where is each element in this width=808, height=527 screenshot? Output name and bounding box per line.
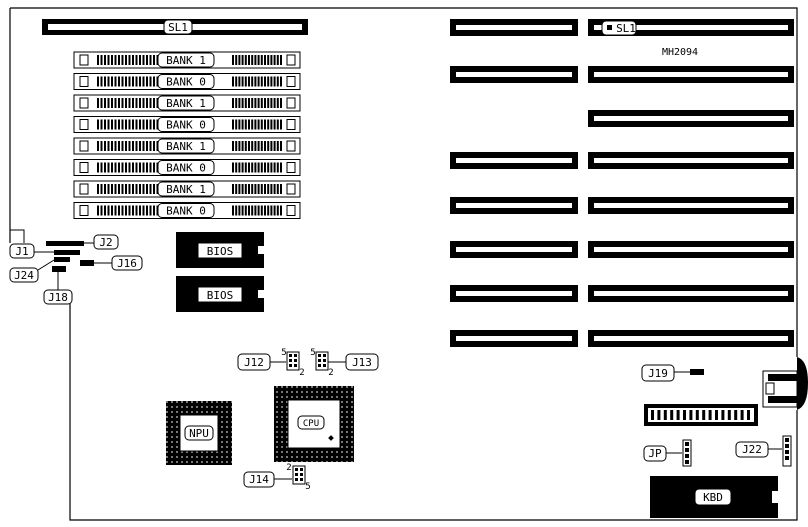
memory-bank-5: BANK 1 (73, 137, 301, 155)
j14-label: J14 (249, 473, 269, 486)
bios-chip-1: BIOS (176, 232, 266, 268)
left-expansion-slot-3 (450, 152, 578, 169)
left-expansion-slot-6 (450, 285, 578, 302)
j18-label: J18 (48, 291, 68, 304)
j24-header: J24 (9, 257, 70, 283)
jp-header: JP (643, 439, 692, 467)
j13-header: 5 2 J13 (310, 348, 379, 378)
socket-pin (721, 410, 725, 420)
j24-label: J24 (14, 269, 34, 282)
memory-bank-label: BANK 1 (166, 97, 206, 110)
memory-bank-label: BANK 1 (166, 140, 206, 153)
j19-label: J19 (648, 367, 668, 380)
expansion-slots (450, 19, 794, 347)
socket-pin (734, 410, 738, 420)
j13-label: J13 (352, 356, 372, 369)
board-notch (10, 229, 25, 243)
right-expansion-slot-2 (588, 66, 794, 83)
j19-header: J19 (641, 364, 704, 382)
j2-header: J2 (46, 234, 119, 250)
right-expansion-slot-6 (588, 241, 794, 258)
board-outline (9, 7, 798, 521)
socket-pin (663, 410, 667, 420)
j1-header: J1 (9, 243, 80, 259)
j14-header: J14 2 5 (243, 463, 311, 492)
memory-bank-label: BANK 1 (166, 183, 206, 196)
socket-pin (747, 410, 750, 420)
memory-bank-label: BANK 0 (166, 76, 206, 89)
bios-chip-2: BIOS (176, 276, 266, 312)
jp-label: JP (648, 447, 662, 460)
j12-header: J12 5 2 (237, 348, 305, 378)
right-expansion-slot-8 (588, 330, 794, 347)
j16-label: J16 (117, 257, 137, 270)
npu-chip: NPU (166, 401, 232, 465)
j12-pin-top: 5 (281, 348, 286, 358)
keyboard-controller-socket (644, 404, 758, 426)
memory-banks: BANK 1 BANK 0 BANK 1 BANK 0 BANK 1 BANK 0 BANK… (73, 51, 301, 219)
socket-pin (708, 410, 712, 420)
memory-bank-1: BANK 1 (73, 51, 301, 69)
right-expansion-slot-7 (588, 285, 794, 302)
socket-pin (657, 410, 661, 420)
right-expansion-slot-5 (588, 197, 794, 214)
left-expansion-slot-7 (450, 330, 578, 347)
memory-bank-4: BANK 0 (73, 116, 301, 133)
j14-pin-top: 2 (286, 463, 291, 473)
socket-pin (676, 410, 680, 420)
socket-pin (670, 410, 674, 420)
j14-pin-bottom: 5 (305, 482, 310, 492)
npu-label: NPU (189, 427, 209, 440)
sl1-left-slot: SL1 (42, 19, 308, 35)
j12-label: J12 (244, 356, 264, 369)
j22-label: J22 (742, 443, 762, 456)
left-expansion-slot-4 (450, 197, 578, 214)
memory-bank-label: BANK 1 (166, 54, 206, 67)
cpu-chip: CPU (274, 386, 354, 462)
socket-pin (727, 410, 731, 420)
sl1-right-mark (607, 25, 612, 30)
bios-label-2: BIOS (207, 289, 234, 302)
socket-pin (702, 410, 706, 420)
right-expansion-slot-3 (588, 110, 794, 127)
right-expansion-slot-1 (588, 19, 794, 36)
socket-pin (740, 410, 744, 420)
sl1-left-label: SL1 (168, 21, 188, 34)
socket-pin (689, 410, 693, 420)
j18-header: J18 (43, 266, 73, 305)
memory-bank-label: BANK 0 (166, 162, 206, 175)
sl1-right-label: SL1 (616, 22, 636, 35)
memory-bank-6: BANK 0 (73, 159, 301, 176)
socket-pin (683, 410, 686, 420)
j2-label: J2 (99, 236, 112, 249)
sl1-right-tag (601, 20, 637, 36)
memory-bank-label: BANK 0 (166, 205, 206, 218)
memory-bank-2: BANK 0 (73, 73, 301, 90)
socket-pin (651, 410, 654, 420)
memory-bank-8: BANK 0 (73, 202, 301, 219)
j13-pin-bottom: 2 (328, 368, 333, 378)
memory-bank-7: BANK 1 (73, 180, 301, 198)
left-expansion-slot-5 (450, 241, 578, 258)
j12-pin-bottom: 2 (299, 368, 304, 378)
board-id: MH2094 (662, 47, 698, 58)
j22-header: J22 (735, 435, 792, 467)
right-expansion-slot-4 (588, 152, 794, 169)
j1-label: J1 (15, 245, 28, 258)
j16-header: J16 (80, 255, 143, 271)
j13-pin-top: 5 (310, 348, 315, 358)
power-connector (762, 357, 808, 410)
kbd-chip: KBD (650, 476, 780, 518)
socket-pin (715, 410, 718, 420)
left-expansion-slot-2 (450, 66, 578, 83)
kbd-label: KBD (703, 491, 723, 504)
cpu-label: CPU (303, 419, 319, 429)
memory-bank-3: BANK 1 (73, 94, 301, 112)
socket-pin (695, 410, 699, 420)
bios-label-1: BIOS (207, 245, 234, 258)
memory-bank-label: BANK 0 (166, 119, 206, 132)
left-expansion-slot-1 (450, 19, 578, 36)
